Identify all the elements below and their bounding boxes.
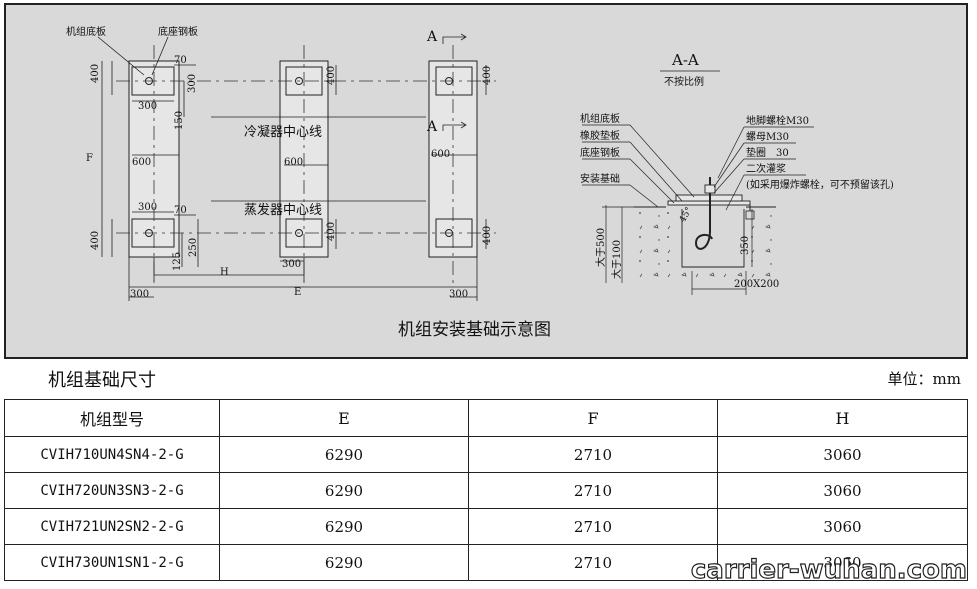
label-condenser-center: 冷凝器中心线 xyxy=(244,124,322,140)
cell-model: CVIH720UN3SN3-2-G xyxy=(4,472,220,509)
dim-F: F xyxy=(86,153,93,164)
cell-h: 3060 xyxy=(717,472,968,509)
dim-250: 250 xyxy=(188,238,199,257)
table-row: CVIH710UN4SN4-2-G 6290 2710 3060 xyxy=(4,436,968,473)
cell-h: 3060 xyxy=(717,508,968,545)
dim-400-mid-bottom: 400 xyxy=(326,222,337,241)
dim-200x200: 200X200 xyxy=(734,279,779,290)
dim-600-right: 600 xyxy=(431,149,450,160)
cell-h: 3060 xyxy=(717,544,968,581)
cell-e: 6290 xyxy=(219,508,469,545)
header-model: 机组型号 xyxy=(4,399,220,437)
section-mark-bottom: A xyxy=(426,119,438,135)
label-section-unit-base: 机组底板 xyxy=(580,112,620,125)
plan-dimension-labels: 机组底板 底座钢板 70 70 300 300 600 600 600 300 … xyxy=(66,25,493,300)
dimension-table: 机组型号 E F H CVIH710UN4SN4-2-G 6290 2710 3… xyxy=(4,399,968,581)
label-unit-base-plate: 机组底板 xyxy=(66,25,106,38)
header-e: E xyxy=(219,399,469,437)
header-f: F xyxy=(468,399,718,437)
cell-f: 2710 xyxy=(468,472,718,509)
dim-400-left-top: 400 xyxy=(90,64,101,83)
label-anchor-bolt: 地脚螺栓M30 xyxy=(746,114,809,127)
dim-H: H xyxy=(220,267,229,278)
drawing-caption: 机组安装基础示意图 xyxy=(398,320,551,340)
section-mark-top: A xyxy=(426,29,438,45)
table-row: CVIH730UN1SN1-2-G 6290 2710 3060 xyxy=(4,544,968,581)
label-nut: 螺母M30 xyxy=(746,131,789,143)
dim-350: 350 xyxy=(740,236,751,255)
header-h: H xyxy=(717,399,968,437)
cell-model: CVIH721UN2SN2-2-G xyxy=(4,508,220,545)
dim-300-top: 300 xyxy=(138,101,157,112)
cell-e: 6290 xyxy=(219,472,469,509)
section-heading: 机组基础尺寸 xyxy=(48,370,156,391)
watermark: carrier-wuhan.com xyxy=(690,554,967,585)
cell-e: 6290 xyxy=(219,436,469,473)
dim-300-mid-bottom: 300 xyxy=(282,259,301,270)
dim-600-mid: 600 xyxy=(284,157,303,168)
table-row: CVIH720UN3SN3-2-G 6290 2710 3060 xyxy=(4,472,968,509)
label-grouting: 二次灌浆 xyxy=(746,162,786,175)
dim-400-mid-top: 400 xyxy=(326,66,337,85)
section-subtitle: 不按比例 xyxy=(664,75,704,88)
label-base-steel-plate: 底座钢板 xyxy=(158,25,198,38)
dim-gt500: 大于500 xyxy=(594,228,607,267)
table-header-row: 机组型号 E F H xyxy=(4,399,968,437)
dim-70-bottom: 70 xyxy=(174,205,187,216)
label-evaporator-center: 蒸发器中心线 xyxy=(244,202,322,218)
dim-300-mid: 300 xyxy=(138,202,157,213)
dim-gt100: 大于100 xyxy=(610,240,623,279)
label-washer: 垫圈 30 xyxy=(746,146,789,159)
label-rubber-pad: 橡胶垫板 xyxy=(580,129,620,142)
drawing-svg: 机组底板 底座钢板 70 70 300 300 600 600 600 300 … xyxy=(66,25,894,340)
label-explosive-bolt-note: (如采用爆炸螺栓，可不预留该孔) xyxy=(746,178,894,191)
cell-f: 2710 xyxy=(468,436,718,473)
dim-125: 125 xyxy=(172,252,183,271)
section-view: A-A 不按比例 xyxy=(580,51,894,295)
section-title: A-A xyxy=(671,51,699,69)
dim-400-right-top: 400 xyxy=(482,66,493,85)
dim-150: 150 xyxy=(174,111,185,130)
dim-600-left: 600 xyxy=(132,157,151,168)
cell-f: 2710 xyxy=(468,508,718,545)
dim-300-left-bottom: 300 xyxy=(130,289,149,300)
label-section-steel-plate: 底座钢板 xyxy=(580,146,620,159)
table-row: CVIH721UN2SN2-2-G 6290 2710 3060 xyxy=(4,508,968,545)
label-foundation: 安装基础 xyxy=(580,172,620,185)
dim-300-vertical: 300 xyxy=(187,74,198,93)
foundation-drawing: 机组底板 底座钢板 70 70 300 300 600 600 600 300 … xyxy=(4,3,968,359)
dim-400-right-bottom: 400 xyxy=(482,226,493,245)
cell-e: 6290 xyxy=(219,544,469,581)
cell-model: CVIH730UN1SN1-2-G xyxy=(4,544,220,581)
dim-300-right-bottom: 300 xyxy=(449,289,468,300)
cell-f: 2710 xyxy=(468,544,718,581)
dim-70-top: 70 xyxy=(174,55,187,66)
unit-label: 单位：mm xyxy=(887,370,961,388)
cell-model: CVIH710UN4SN4-2-G xyxy=(4,436,220,473)
cell-h: 3060 xyxy=(717,436,968,473)
dim-E: E xyxy=(294,287,301,298)
dim-400-left-bottom: 400 xyxy=(90,231,101,250)
